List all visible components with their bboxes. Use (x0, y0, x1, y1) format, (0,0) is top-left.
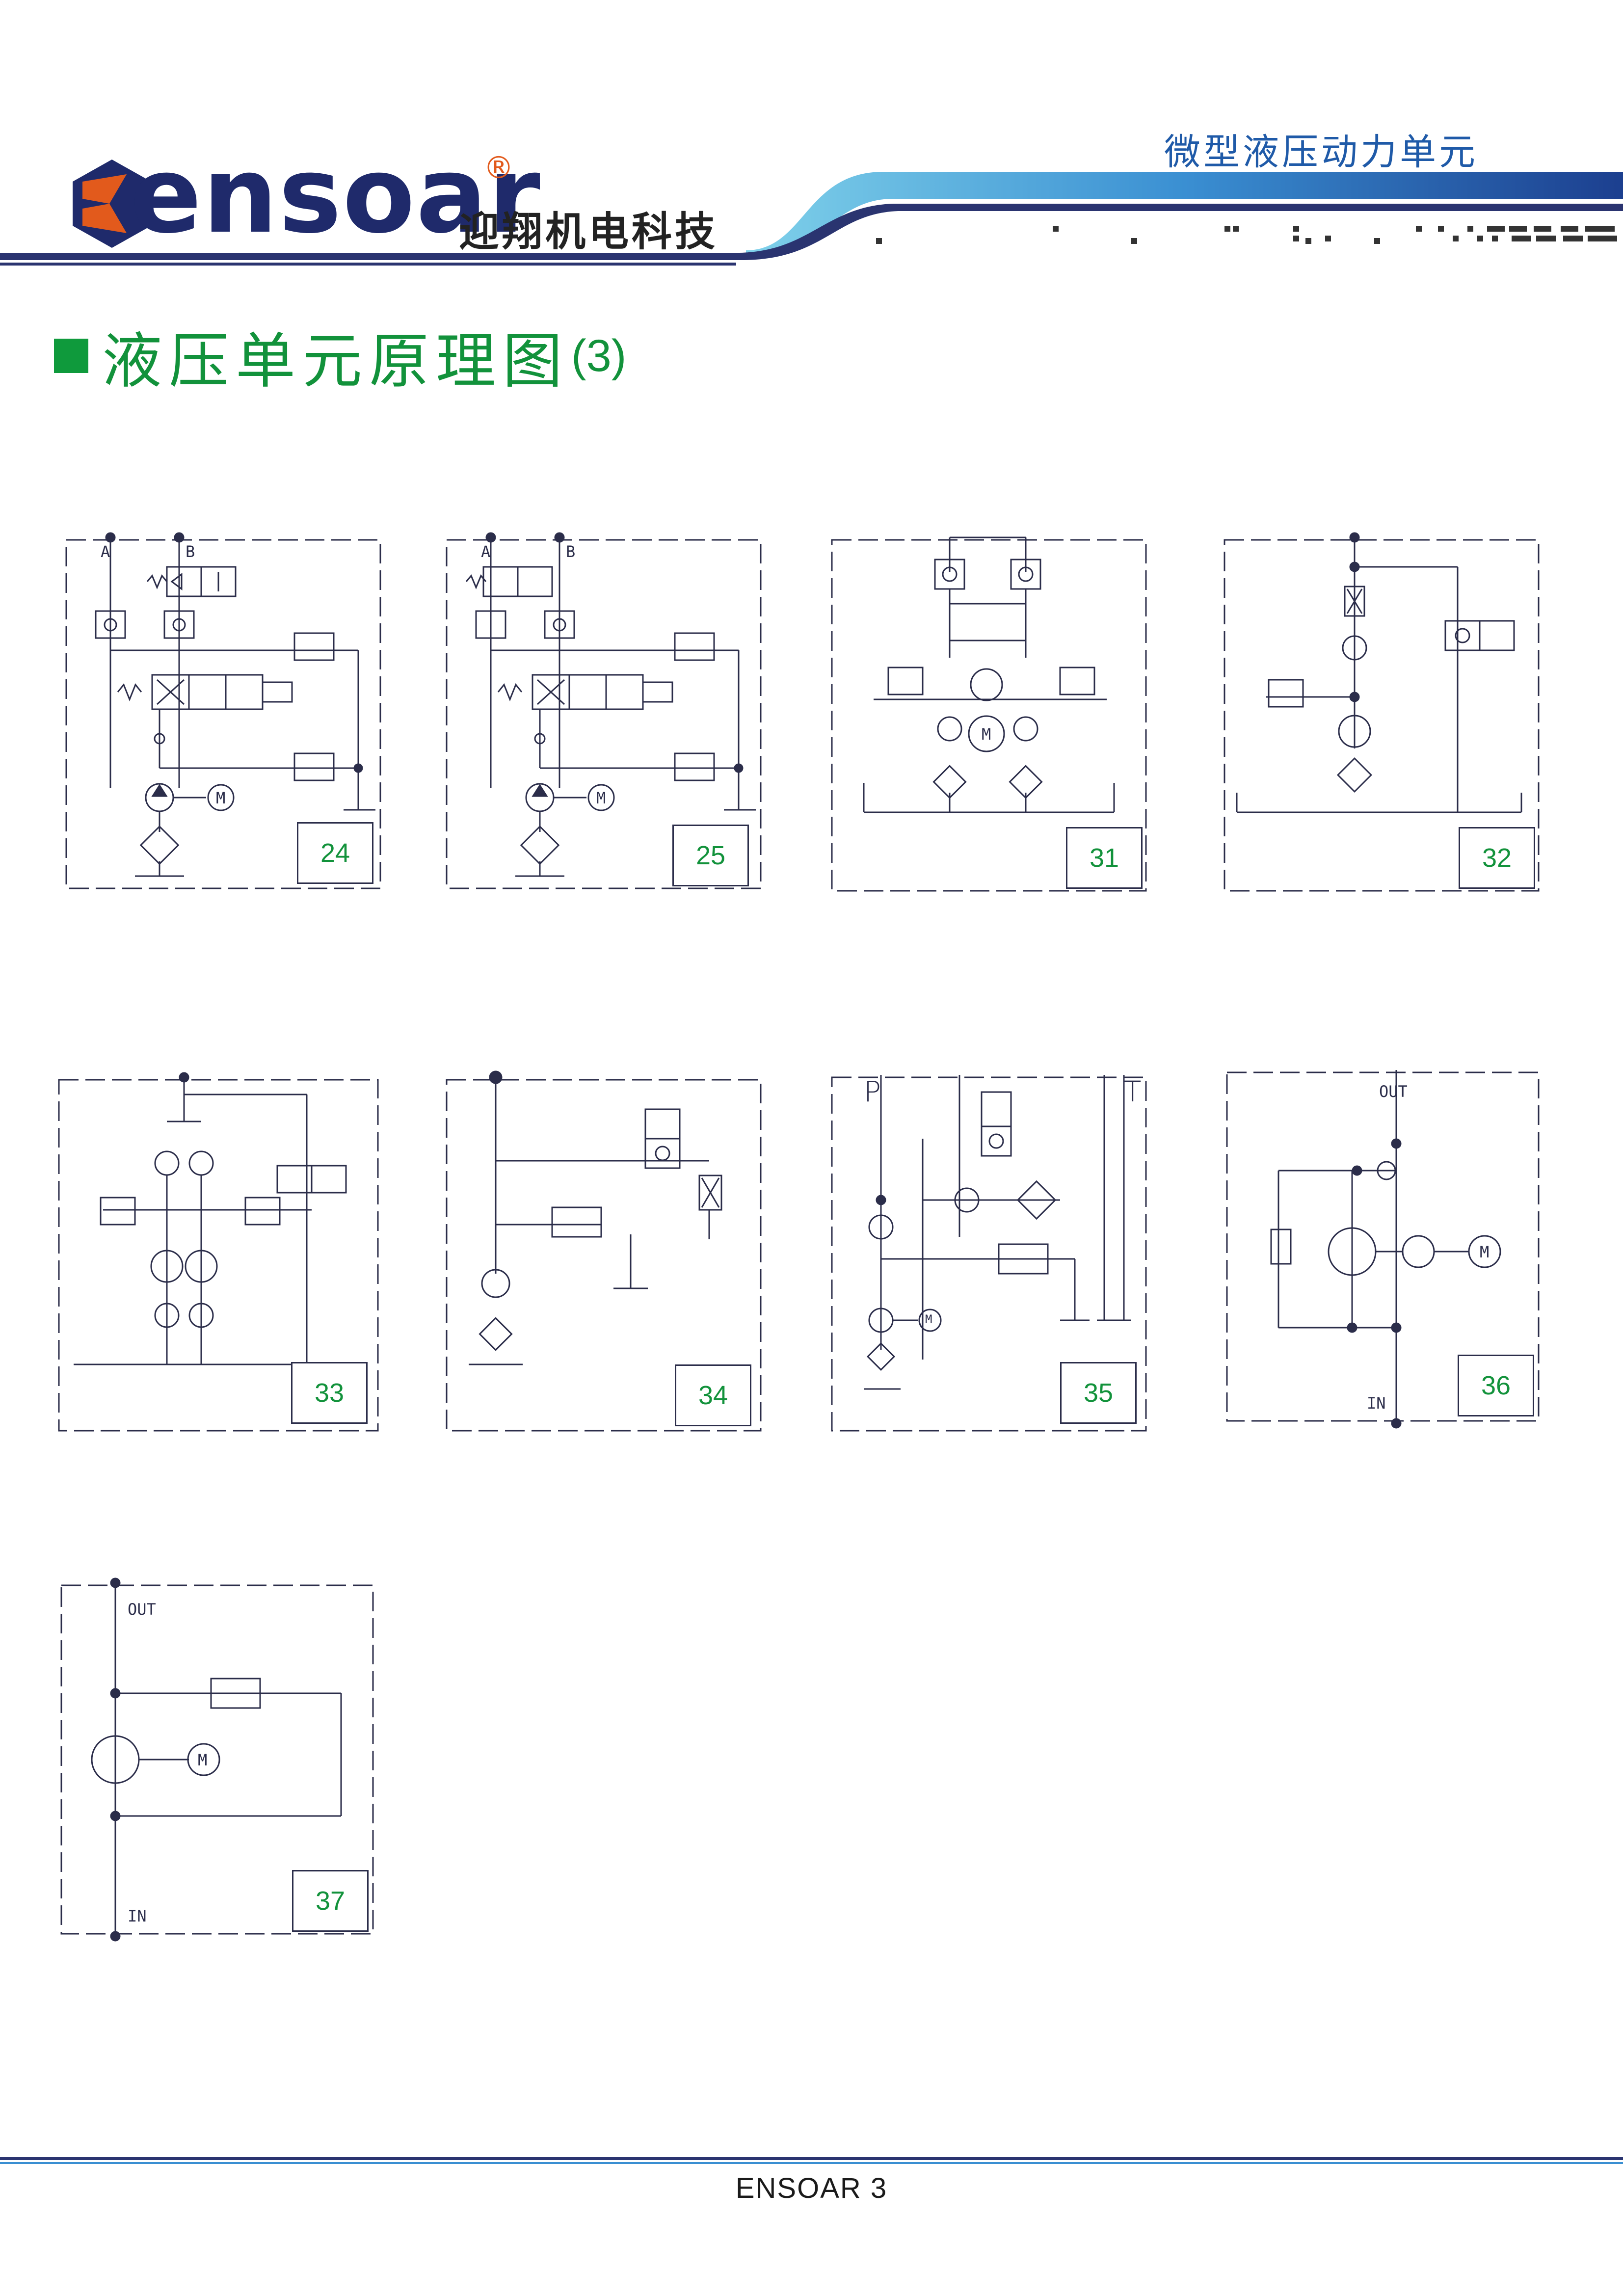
section-heading: 液压单元原理图 (3) (54, 321, 627, 396)
schematic-34 (446, 1070, 762, 1432)
brand-chinese-name: 迎翔机电科技 (459, 209, 718, 255)
registered-mark: ® (483, 150, 514, 186)
port-label-p: P (864, 1075, 881, 1108)
schematic-35 (831, 1075, 1147, 1432)
diagram-number-33: 33 (291, 1362, 368, 1424)
port-label-a: A (101, 542, 110, 561)
schematic-25 (446, 532, 762, 889)
port-label-out: OUT (128, 1600, 156, 1619)
diagram-34: 34 (444, 1070, 763, 1436)
diagram-31: M 31 (829, 536, 1148, 896)
port-label-a: A (481, 542, 491, 561)
port-label-out: OUT (1379, 1082, 1408, 1101)
motor-label: M (1480, 1243, 1490, 1261)
square-bullet-icon (54, 339, 88, 373)
diagram-35: P T M 35 (829, 1075, 1148, 1436)
schematic-32 (1224, 532, 1540, 892)
schematic-37 (60, 1577, 374, 1942)
schematic-33 (58, 1072, 379, 1432)
page-header: ensoar ® 迎翔机电科技 微型液压动力单元 (0, 0, 1623, 275)
motor-label: M (216, 789, 226, 807)
brand-name: ensoar (130, 133, 541, 257)
port-label-in: IN (128, 1907, 147, 1925)
schematic-31 (831, 536, 1147, 892)
diagram-number-31: 31 (1066, 827, 1143, 889)
page-category-title: 微型液压动力单元 (1164, 131, 1478, 173)
motor-label: M (198, 1751, 208, 1769)
diagram-number-36: 36 (1458, 1355, 1534, 1416)
motor-label: M (925, 1312, 932, 1326)
port-label-t: T (1124, 1075, 1142, 1108)
diagram-number-25: 25 (672, 825, 749, 886)
port-label-in: IN (1367, 1394, 1386, 1413)
diagram-33: 33 (56, 1072, 380, 1436)
diagram-24: A B M 24 (64, 532, 383, 891)
port-label-b: B (566, 542, 576, 561)
diagram-number-32: 32 (1459, 827, 1535, 889)
header-swoosh-graphic (0, 172, 1623, 266)
motor-label: M (982, 725, 991, 744)
ensoar-logo-icon (73, 160, 151, 248)
diagram-number-34: 34 (675, 1364, 751, 1426)
diagram-number-35: 35 (1060, 1362, 1137, 1424)
footer-page-label: ENSOAR 3 (735, 2172, 888, 2204)
diagram-37: OUT IN M 37 (59, 1577, 375, 1946)
motor-label: M (596, 789, 606, 807)
schematic-36 (1226, 1070, 1540, 1429)
schematic-24 (65, 532, 381, 889)
port-label-b: B (186, 542, 195, 561)
diagram-25: A B M 25 (444, 532, 763, 891)
diagram-number-24: 24 (297, 822, 373, 884)
diagram-number-37: 37 (292, 1870, 369, 1932)
section-title: 液压单元原理图 (102, 326, 569, 396)
diagram-32: 32 (1222, 532, 1541, 896)
diagram-36: OUT IN M 36 (1224, 1070, 1541, 1431)
section-suffix: (3) (571, 330, 627, 381)
footer-divider (0, 2157, 1623, 2164)
